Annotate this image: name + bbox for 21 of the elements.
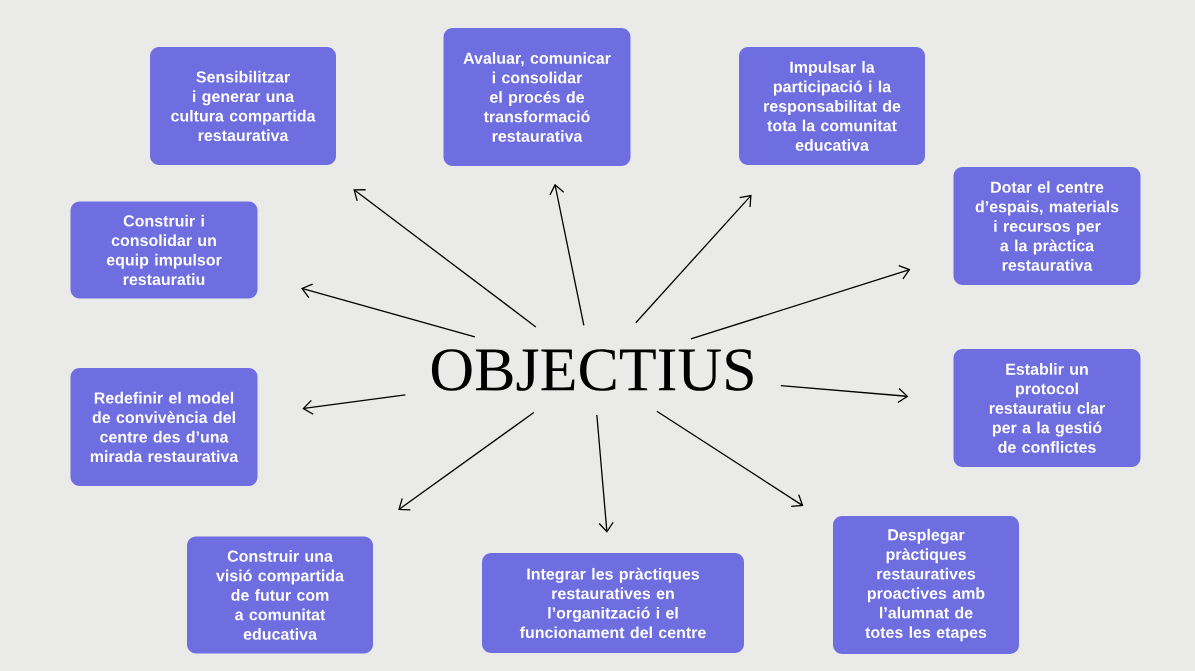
arrow [656, 410, 804, 508]
arrow [549, 183, 585, 326]
objective-box: Redefinir el model de convivència del centre des d’una mirada restaurativa [70, 368, 258, 486]
arrow [635, 194, 752, 324]
objective-box: Sensibilitzar i generar una cultura compartida restaurativa [150, 47, 336, 165]
objective-box: Impulsar la participació i la responsabilitat de tota la comunitat educativa [739, 47, 925, 165]
arrow [302, 394, 406, 415]
objective-box: Construir i consolidar un equip impulsor restauratiu [70, 201, 258, 299]
objective-box: Desplegar pràctiques restauratives proactives amb l’alumnat de totes les etapes [833, 516, 1019, 654]
objective-box: Establir un protocol restauratiu clar per a la gestió de conflictes [953, 349, 1141, 467]
objective-box: Construir una visió compartida de futur com a comunitat educativa [187, 536, 373, 654]
arrow [690, 264, 911, 340]
objective-box: Dotar el centre d’espais, materials i recursos per a la pràctica restaurativa [953, 167, 1141, 285]
arrow [398, 411, 535, 511]
arrow [780, 385, 909, 404]
arrow [596, 414, 614, 533]
objective-box: Integrar les pràctiques restauratives en l’organització i el funcionament del centre [482, 553, 744, 653]
objective-box: Avaluar, comunicar i consolidar el procés de transformació restaurativa [443, 28, 631, 166]
arrow [301, 283, 476, 338]
title-text: OBJECTIUS [431, 349, 753, 391]
arrow [353, 189, 537, 328]
